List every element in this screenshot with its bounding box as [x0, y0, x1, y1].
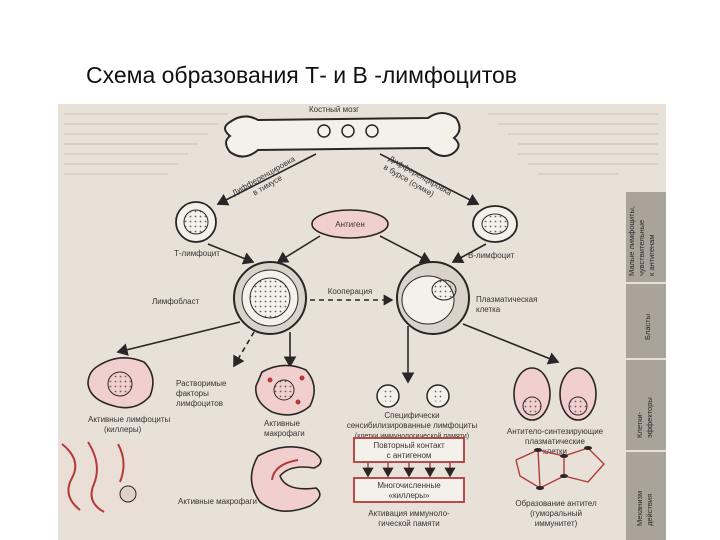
soluble-label-2: факторы: [176, 389, 209, 398]
specific-label-3: (клетки иммунологической памяти): [355, 432, 469, 440]
repeat-contact-arrows: [362, 462, 456, 478]
plasma-cell: [396, 261, 470, 335]
lymphoblast-cell: [233, 261, 307, 335]
soluble-label-1: Растворимые: [176, 379, 227, 388]
lymphocyte-scheme-figure: Костный мозг Дифференцировка в тимусе Ди…: [58, 104, 666, 540]
effector-arrows: [116, 321, 560, 384]
side-tab-4-line-1: Механизм: [635, 491, 644, 526]
antigen-label: Антиген: [335, 220, 365, 229]
antibody-label-3: иммунитет): [535, 519, 578, 528]
active-lymph-label-1: Активные лимфоциты: [88, 415, 171, 424]
background-text-lines: [64, 113, 658, 175]
active-lymph-label-2: (киллеры): [104, 425, 142, 434]
memory-activation-label-1: Активация иммуноло-: [368, 509, 450, 518]
ab-synth-label-1: Антитело-синтезирующие: [507, 427, 604, 436]
side-tab-4-line-2: действия: [645, 494, 654, 526]
killer-tissue-drawing: [58, 440, 144, 513]
bone-marrow-bone: [224, 112, 461, 158]
memory-activation-label-2: гической памяти: [378, 519, 439, 528]
b-lymphocyte-label: В-лимфоцит: [468, 251, 515, 260]
antibody-network: [515, 446, 605, 490]
antigen-node: [311, 209, 389, 239]
active-macro-bottom-label: Активные макрофаги: [178, 497, 257, 506]
cooperation-label: Кооперация: [328, 287, 373, 296]
specific-label-2: сенсибилизированные лимфоциты: [347, 421, 478, 430]
lymphoblast-label: Лимфобласт: [152, 297, 200, 306]
activation-arrows: [207, 235, 487, 265]
repeat-contact-label-1: Повторный контакт: [373, 441, 445, 450]
multi-killers-label-1: Многочисленные: [377, 481, 441, 490]
side-tab-3-line-1: Клетки-: [635, 411, 644, 438]
side-tab-2-line-1: Бласты: [643, 314, 652, 340]
multi-killers-box: [353, 477, 465, 503]
antibody-plasma-cells: [513, 367, 597, 421]
differentiation-arrows: [216, 153, 480, 206]
plasma-cell-label-2: клетка: [476, 305, 501, 314]
bone-marrow-label: Костный мозг: [309, 105, 359, 114]
repeat-contact-label-2: с антигеном: [387, 451, 432, 460]
side-tabs: [626, 192, 666, 540]
ab-synth-label-2: плазматические: [525, 437, 586, 446]
ab-synth-label-3: клетки: [543, 447, 567, 456]
soluble-label-3: лимфоцитов: [176, 399, 223, 408]
side-tab-1-line-1: Малые лимфоциты,: [627, 206, 636, 276]
side-tab-1-line-3: к антигенам: [647, 234, 656, 276]
plasma-cell-label-1: Плазматическая: [476, 295, 537, 304]
side-tab-1-line-2: чувствительные: [637, 220, 646, 276]
antibody-label-2: (гуморальный: [530, 509, 582, 518]
slide-title: Схема образования Т- и В -лимфоцитов: [86, 62, 517, 88]
active-macro-label-1: Активные: [264, 419, 300, 428]
side-tab-3-line-2: эффекторы: [645, 397, 654, 438]
multi-killers-label-2: «киллеры»: [389, 491, 430, 500]
b-lymphocyte-cell: [472, 205, 518, 243]
active-macrophage-bottom-cell: [250, 446, 322, 512]
active-macro-label-2: макрофаги: [264, 429, 305, 438]
t-lymphocyte-label: Т-лимфоцит: [174, 249, 220, 258]
active-lymphocyte-cell: [87, 357, 154, 409]
repeat-contact-box: [353, 437, 465, 463]
specific-label-1: Специфически: [384, 411, 439, 420]
antibody-label-1: Образование антител: [515, 499, 597, 508]
active-macrophage-cell: [255, 364, 315, 416]
t-lymphocyte-cell: [175, 201, 217, 243]
memory-cells: [376, 384, 450, 408]
